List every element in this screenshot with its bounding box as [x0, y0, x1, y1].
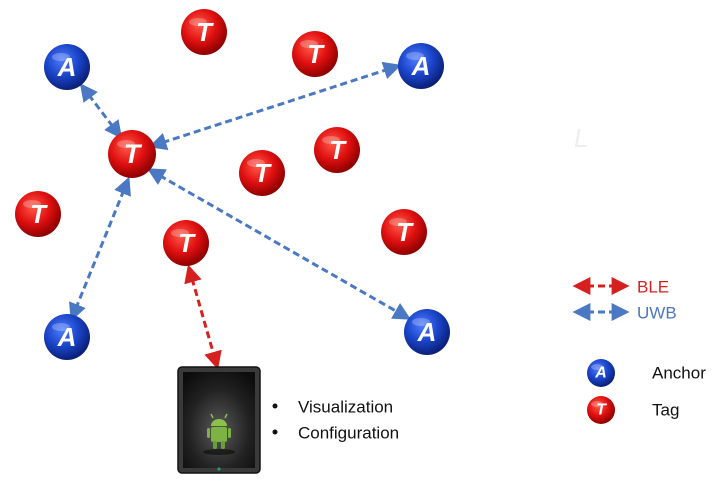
- tag-letter: T: [307, 39, 325, 69]
- uwb-link-hub-anchor-4: [146, 168, 412, 320]
- anchor-node: A: [44, 44, 90, 90]
- legend-tag-icon: T: [587, 396, 615, 424]
- tag-node: T: [15, 191, 61, 237]
- uwb-link-anchor-1-hub: [79, 83, 123, 139]
- anchor-node: A: [44, 314, 90, 360]
- svg-text:A: A: [594, 365, 607, 382]
- tag-letter: T: [124, 139, 143, 169]
- tag-letter: T: [396, 217, 414, 247]
- tag-node: T: [292, 31, 338, 77]
- tag-node: T: [181, 9, 227, 55]
- tag-node: T: [239, 150, 285, 196]
- bullet-icon: [272, 403, 278, 409]
- legend-ble-label: BLE: [637, 278, 669, 297]
- uwb-link-hub-anchor-2: [148, 61, 402, 151]
- legend-uwb-label: UWB: [637, 304, 677, 323]
- tag-node: T: [163, 220, 209, 266]
- ble-link-tag-tablet: [184, 264, 222, 370]
- home-button-icon: [217, 467, 221, 471]
- android-robot-icon: [203, 413, 235, 455]
- anchor-letter: A: [57, 322, 77, 352]
- stray-glyph: L: [574, 123, 588, 153]
- legend-anchor-label: Anchor: [652, 364, 706, 383]
- anchor-node: A: [404, 309, 450, 355]
- uwb-link-hub-anchor-3: [69, 176, 131, 322]
- legend-tag-label: Tag: [652, 401, 679, 420]
- feature-visualization: Visualization: [298, 398, 393, 417]
- tag-letter: T: [178, 228, 196, 258]
- legend: BLE UWB A Anchor T Tag: [572, 277, 706, 424]
- anchor-letter: A: [411, 51, 431, 81]
- anchor-node: A: [398, 43, 444, 89]
- tablet-device: [177, 366, 261, 474]
- svg-text:T: T: [596, 402, 607, 419]
- tag-node-hub: T: [108, 130, 156, 178]
- feature-configuration: Configuration: [298, 424, 399, 443]
- tag-letter: T: [254, 158, 272, 188]
- tag-letter: T: [30, 199, 48, 229]
- anchor-letter: A: [417, 317, 437, 347]
- tag-letter: T: [329, 135, 347, 165]
- tag-node: T: [314, 127, 360, 173]
- bullet-icon: [272, 429, 278, 435]
- tag-node: T: [381, 209, 427, 255]
- anchor-letter: A: [57, 52, 77, 82]
- tag-letter: T: [196, 17, 214, 47]
- legend-anchor-icon: A: [587, 359, 615, 387]
